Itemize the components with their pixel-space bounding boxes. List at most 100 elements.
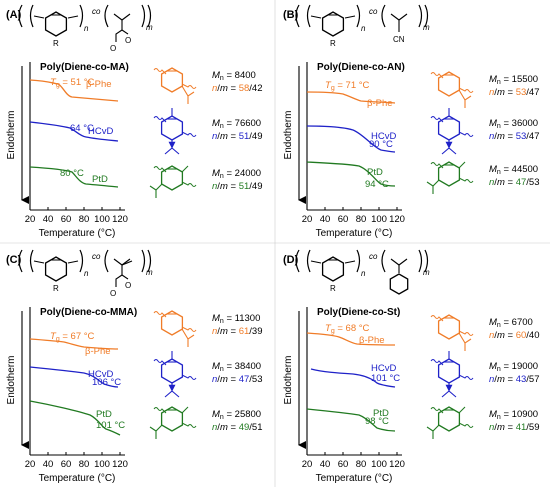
mn-number: = 11300 (224, 313, 261, 324)
wavy-bond-right (181, 422, 197, 428)
mn-value-beta-phe: Mn = 15500 (489, 74, 538, 86)
wavy-bond-right (458, 177, 474, 183)
bracket-right-inner (104, 249, 109, 273)
mn-value-hcvd: Mn = 38400 (212, 361, 261, 373)
methyl-right (181, 406, 189, 414)
subscript-n: n (84, 24, 89, 33)
mn-value-ptd: Mn = 25800 (212, 409, 261, 421)
bracket-mid-1 (79, 4, 84, 28)
ratio-eq: = (228, 83, 239, 94)
bracket-mid-1 (356, 4, 361, 28)
isopropyl (458, 332, 472, 351)
curve-name-beta-phe: β-Phe (85, 346, 111, 357)
tg-label-hcvd: 106 °C (92, 377, 121, 388)
wavy-bond-left (153, 311, 167, 318)
tg-symbol: T (50, 77, 57, 88)
tg-value: = 71 °C (335, 80, 370, 91)
co-label: co (92, 252, 101, 261)
ring-ptd (160, 406, 184, 432)
chain-right (344, 15, 356, 19)
ratio-n-symbol: n (212, 374, 217, 385)
ratio-slash: / (217, 422, 220, 433)
x-tick-label: 60 (338, 214, 349, 225)
ratio-beta-phe: n/m = 61/39 (212, 326, 262, 337)
ratio-m-value: /49 (249, 181, 262, 192)
ratio-m-symbol: m (497, 131, 505, 142)
bracket-mid-1 (356, 249, 361, 273)
chain-left (33, 15, 45, 19)
bracket-left-inner (29, 249, 34, 273)
r-label: R (53, 39, 59, 48)
tg-label-ptd: 101 °C (96, 420, 125, 431)
tg-label-ptd: 98 °C (365, 416, 389, 427)
panel-title: Poly(Diene-co-MA) (40, 62, 129, 73)
ester-o: O (110, 44, 116, 53)
diene-ring (321, 11, 345, 37)
ratio-n-symbol: n (212, 422, 217, 433)
isopropyl (181, 328, 195, 347)
ratio-hcvd: n/m = 47/53 (212, 374, 262, 385)
tg-value: = 67 °C (60, 331, 95, 342)
wavy-bond-left (430, 162, 444, 169)
ratio-n-symbol: n (212, 326, 217, 337)
x-tick-label: 20 (25, 214, 36, 225)
curve-name-beta-phe: β-Phe (86, 79, 112, 90)
x-axis-label: Temperature (°C) (316, 228, 393, 239)
co-label: co (369, 7, 378, 16)
mn-value-hcvd: Mn = 19000 (489, 361, 538, 373)
mn-symbol: M (489, 74, 497, 85)
curve-name-ptd: PtD (373, 408, 389, 419)
mn-value-hcvd: Mn = 36000 (489, 118, 538, 130)
isopropyl (426, 424, 440, 439)
ratio-n-value: 47 (239, 374, 250, 385)
x-tick-label: 20 (302, 459, 313, 470)
chain-left (310, 260, 322, 264)
bracket-left-outer (18, 4, 23, 28)
mn-sub: n (220, 123, 224, 130)
curve-name-hcvd: HCvD (88, 369, 113, 380)
mn-value-beta-phe: Mn = 6700 (489, 317, 533, 329)
ratio-m-symbol: m (220, 83, 228, 94)
bracket-left-outer (18, 249, 23, 273)
diene-ring (321, 256, 345, 282)
mn-symbol: M (212, 313, 220, 324)
isopropyl (181, 85, 195, 104)
tg-sub: g (331, 85, 335, 92)
tg-symbol: T (325, 80, 332, 91)
mn-symbol: M (489, 118, 497, 129)
x-tick-label: 40 (43, 459, 54, 470)
x-axis-label: Temperature (°C) (39, 228, 116, 239)
ratio-n-symbol: n (489, 87, 494, 98)
tg-symbol: T (325, 323, 332, 334)
chain-left (33, 260, 45, 264)
ratio-hcvd: n/m = 53/47 (489, 131, 539, 142)
x-tick-label: 80 (79, 459, 90, 470)
ester-o: O (110, 289, 116, 298)
x-tick-label: 100 (94, 214, 110, 225)
x-tick-label: 100 (94, 459, 110, 470)
tg-sub: g (331, 328, 335, 335)
bracket-end-1 (418, 249, 423, 273)
bracket-end-2 (147, 4, 152, 28)
bracket-mid-1 (79, 249, 84, 273)
ester-carbonyl-o: O (125, 281, 131, 290)
x-tick-label: 80 (356, 214, 367, 225)
chain-right (344, 260, 356, 264)
curve-name-hcvd: HCvD (88, 126, 113, 137)
ratio-n-value: 60 (516, 330, 527, 341)
mn-number: = 76600 (224, 118, 261, 129)
panel-label: (D) (283, 254, 299, 266)
ratio-m-symbol: m (497, 422, 505, 433)
x-tick-label: 80 (79, 214, 90, 225)
isopropyl (149, 424, 163, 439)
bracket-end-2 (147, 249, 152, 273)
subscript-m: m (423, 268, 430, 277)
wavy-bond-left (153, 359, 167, 366)
methyl-right (458, 161, 466, 169)
mn-symbol: M (212, 361, 220, 372)
r-label: R (330, 39, 336, 48)
ratio-n-value: 61 (239, 326, 250, 337)
mn-number: = 10900 (501, 409, 538, 420)
ratio-slash: / (217, 131, 220, 142)
